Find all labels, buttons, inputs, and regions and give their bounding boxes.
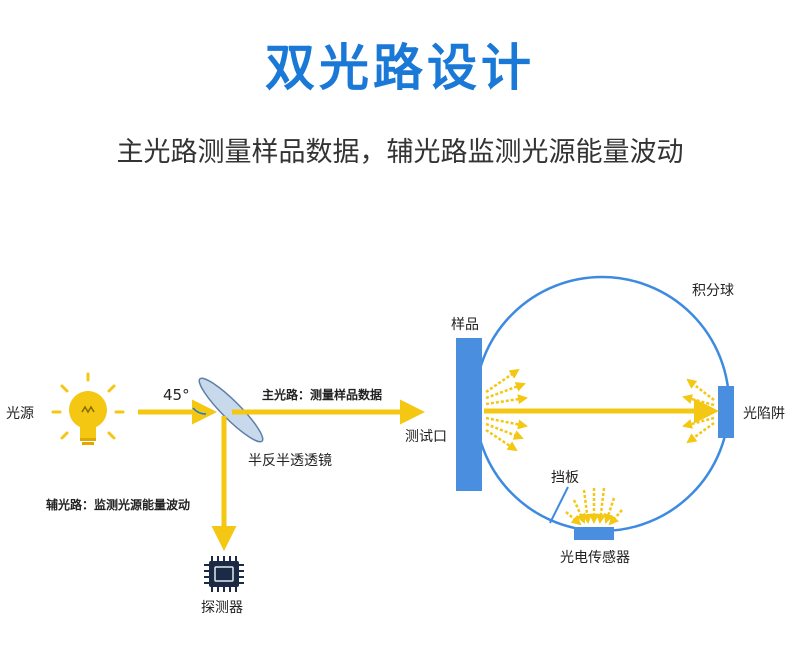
photo-sensor-label: 光电传感器 [560, 549, 630, 566]
sample-block [456, 338, 482, 491]
detector-label: 探测器 [201, 600, 243, 616]
sensor-incoming-arrows [565, 487, 623, 526]
trap-scatter-arrows [682, 378, 715, 444]
detector-chip-icon [204, 556, 244, 592]
light-trap [718, 386, 734, 438]
baffle [549, 486, 569, 524]
photo-sensor [574, 527, 614, 540]
sample-scatter-arrows [485, 368, 528, 452]
angle-arc [192, 407, 207, 415]
integrating-sphere [473, 275, 731, 533]
beam-splitter-label: 半反半透透镜 [248, 453, 332, 469]
light-trap-label: 光陷阱 [743, 406, 785, 422]
page-title: 双光路设计 [265, 39, 535, 97]
main-path-label: 主光路：测量样品数据 [262, 387, 382, 402]
light-source-label: 光源 [6, 406, 34, 422]
angle-label: 45° [163, 386, 190, 404]
page-subtitle: 主光路测量样品数据，辅光路监测光源能量波动 [116, 137, 684, 168]
light-bulb-icon [51, 372, 125, 445]
sample-label: 样品 [451, 317, 479, 333]
aux-path-label: 辅光路：监测光源能量波动 [46, 497, 190, 512]
test-port-label: 测试口 [405, 429, 447, 445]
sphere-label: 积分球 [692, 283, 734, 299]
baffle-label: 挡板 [551, 470, 579, 486]
